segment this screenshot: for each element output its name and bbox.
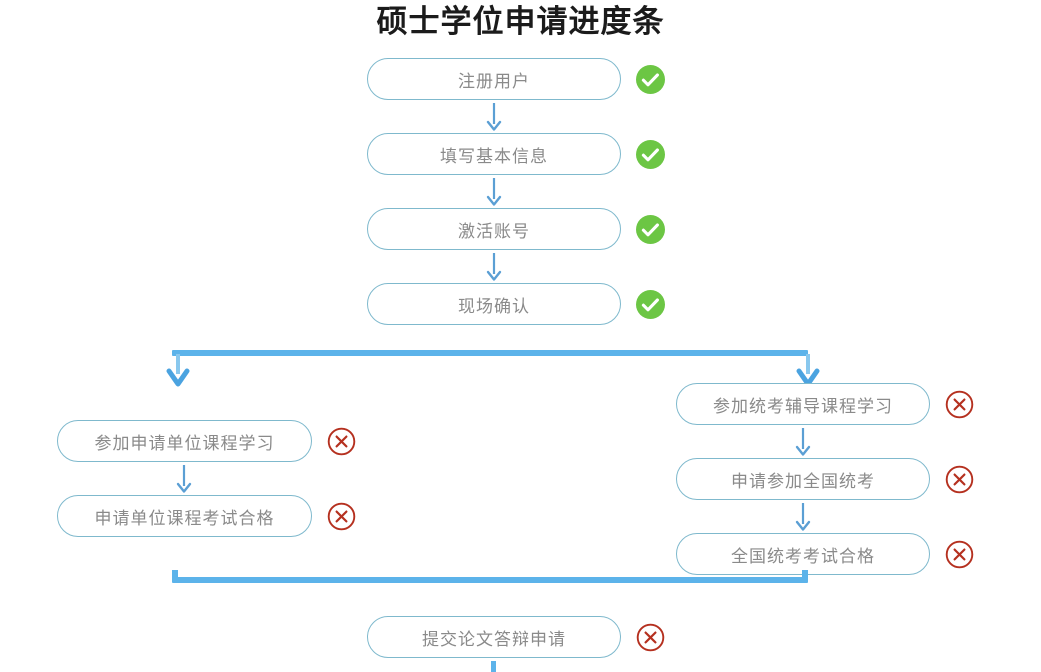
flow-node-onsite-confirm[interactable]: 现场确认 [367, 283, 621, 325]
connector-arrow-down [792, 427, 814, 457]
connector-arrow-down [792, 502, 814, 532]
status-icon-x-circle-icon [945, 465, 974, 494]
flow-node-unit-exam-passed[interactable]: 申请单位课程考试合格 [57, 495, 312, 537]
flow-node-label: 参加统考辅导课程学习 [713, 396, 893, 417]
flow-node-activate-account[interactable]: 激活账号 [367, 208, 621, 250]
status-icon-check-circle-icon [636, 290, 665, 319]
flow-node-unit-course-study[interactable]: 参加申请单位课程学习 [57, 420, 312, 462]
split-arrow-left [165, 354, 191, 388]
flow-node-register[interactable]: 注册用户 [367, 58, 621, 100]
status-icon-check-circle-icon [636, 215, 665, 244]
flow-node-label: 注册用户 [458, 71, 530, 92]
connector-arrow-down [483, 177, 505, 207]
merge-bar-left-stub [172, 570, 178, 578]
connector-arrow-down [483, 102, 505, 132]
flow-node-apply-national-exam[interactable]: 申请参加全国统考 [676, 458, 930, 500]
flow-node-label: 填写基本信息 [440, 146, 548, 167]
flow-node-label: 申请参加全国统考 [731, 471, 875, 492]
page-title: 硕士学位申请进度条 [376, 4, 665, 40]
status-icon-x-circle-icon [636, 623, 665, 652]
status-icon-x-circle-icon [945, 390, 974, 419]
connector-tail-bottom [491, 661, 496, 672]
flow-node-label: 参加申请单位课程学习 [94, 433, 275, 454]
split-connector-bar [172, 350, 808, 356]
flow-node-basic-info[interactable]: 填写基本信息 [367, 133, 621, 175]
connector-arrow-down [173, 464, 195, 494]
connector-arrow-down [483, 252, 505, 282]
flow-node-label: 全国统考考试合格 [731, 546, 875, 567]
flow-node-national-exam-passed[interactable]: 全国统考考试合格 [676, 533, 930, 575]
merge-bar-right-stub [802, 570, 808, 578]
status-icon-check-circle-icon [636, 65, 665, 94]
flow-node-national-exam-course[interactable]: 参加统考辅导课程学习 [676, 383, 930, 425]
flow-node-label: 激活账号 [458, 221, 530, 242]
flow-node-label: 申请单位课程考试合格 [94, 508, 275, 529]
flow-node-label: 现场确认 [458, 296, 530, 317]
status-icon-x-circle-icon [945, 540, 974, 569]
flow-node-submit-thesis-defense[interactable]: 提交论文答辩申请 [367, 616, 621, 658]
flow-node-label: 提交论文答辩申请 [422, 629, 566, 650]
merge-connector-bar [172, 577, 808, 583]
status-icon-x-circle-icon [327, 427, 356, 456]
status-icon-x-circle-icon [327, 502, 356, 531]
status-icon-check-circle-icon [636, 140, 665, 169]
